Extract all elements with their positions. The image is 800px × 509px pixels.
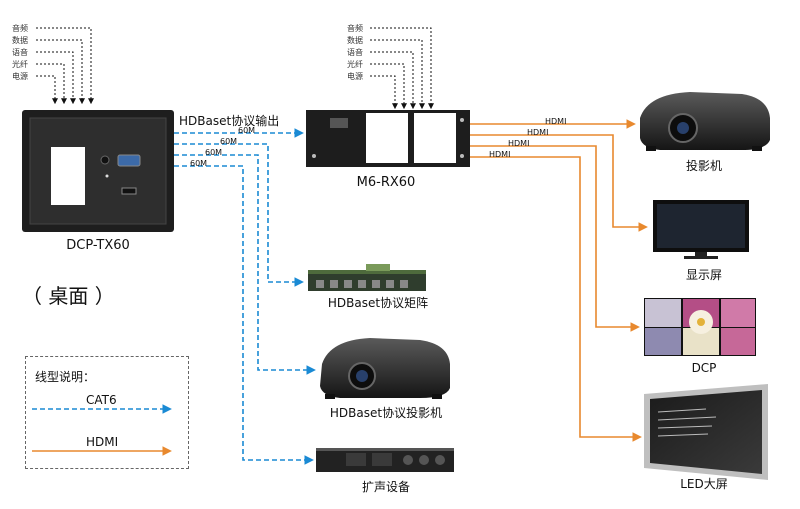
matrix-device xyxy=(308,264,426,291)
hdmi-line-label: HDMI xyxy=(545,117,567,126)
legend-hdmi-label: HDMI xyxy=(86,435,119,449)
monitor-device xyxy=(653,200,749,259)
tx-signal-label: 语音 xyxy=(12,48,28,57)
hdbaset-output-label: HDBaset协议输出 xyxy=(179,114,280,128)
rx-device-label: M6-RX60 xyxy=(356,175,416,190)
hdmi-port-icon xyxy=(121,187,137,195)
cat6-lines xyxy=(174,128,316,465)
rx-signal-label: 语音 xyxy=(347,48,363,57)
tx-signal-label: 数据 xyxy=(12,36,28,45)
rx-signal-label: 光纤 xyxy=(347,60,363,69)
monitor-label: 显示屏 xyxy=(685,268,722,282)
rx-signal-label: 电源 xyxy=(347,72,363,81)
desktop-label: （ 桌面 ） xyxy=(22,284,115,308)
dcp-wall xyxy=(644,298,756,356)
projector-label: 投影机 xyxy=(685,159,722,173)
hdb-projector-label: HDBaset协议投影机 xyxy=(329,406,443,420)
matrix-label: HDBaset协议矩阵 xyxy=(327,296,429,310)
dcp-label: DCP xyxy=(691,361,717,375)
amplifier-label: 扩声设备 xyxy=(361,480,410,494)
rx-signal-label: 数据 xyxy=(347,36,363,45)
vga-port-icon xyxy=(117,154,141,167)
rx-signal-label: 音频 xyxy=(347,24,363,33)
tx-signal-label: 音频 xyxy=(12,24,28,33)
hdb-projector-device xyxy=(320,338,450,399)
tx-signal-label: 光纤 xyxy=(12,60,28,69)
tx-signal-lines xyxy=(36,27,94,105)
tx-device-label: DCP-TX60 xyxy=(66,238,130,253)
amplifier-device xyxy=(316,448,454,472)
hdmi-line-label: HDMI xyxy=(527,128,549,137)
cable-length-label: 60M xyxy=(205,148,223,157)
projector-device xyxy=(640,92,770,151)
legend-box xyxy=(25,356,189,469)
hdmi-line-label: HDMI xyxy=(508,139,530,148)
cable-length-label: 60M xyxy=(238,126,256,135)
hdmi-line-label: HDMI xyxy=(489,150,511,159)
hdmi-lines xyxy=(470,119,648,442)
rx-signal-lines xyxy=(370,27,434,110)
cable-length-label: 60M xyxy=(220,137,238,146)
tx-device xyxy=(22,110,174,232)
led-label: LED大屏 xyxy=(680,477,728,491)
legend-title: 线型说明： xyxy=(35,370,96,384)
tx-signal-label: 电源 xyxy=(12,72,28,81)
legend-lines xyxy=(32,404,172,456)
rx-device xyxy=(306,110,470,167)
cable-length-label: 60M xyxy=(190,159,208,168)
legend-cat6-label: CAT6 xyxy=(86,393,117,407)
led-screen xyxy=(644,384,768,480)
